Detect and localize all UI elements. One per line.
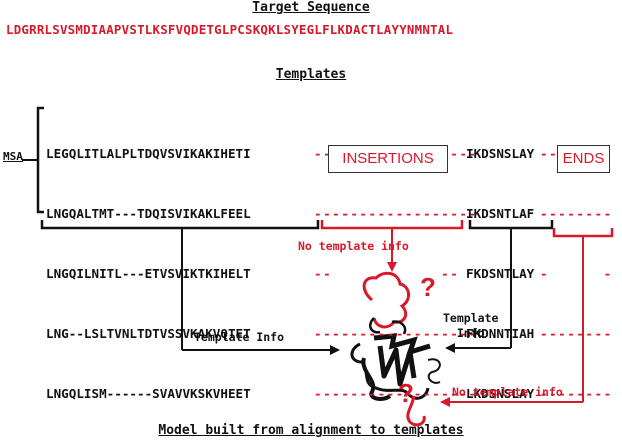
msa-label: MSA: [3, 150, 23, 163]
msa-row: FKDSNTLAY: [466, 266, 535, 281]
question-mark-top: ?: [420, 272, 436, 302]
left-block-brace: [40, 220, 320, 230]
msa-gap-row: - -: [540, 266, 613, 281]
model-caption: Model built from alignment to templates: [158, 423, 464, 438]
target-sequence-title: Target Sequence: [252, 0, 370, 15]
msa-row: LKDSNSLAY: [466, 386, 535, 401]
ends-box: ENDS: [557, 145, 610, 173]
msa-row: IKDSNSLAY: [466, 146, 535, 161]
msa-gap-row: ------------------: [314, 386, 478, 401]
msa-gap-row: --------: [540, 206, 613, 221]
msa-gap-row: --------: [540, 326, 613, 341]
protein-model-graphic: [350, 271, 441, 427]
no-template-info-top: No template info: [298, 239, 409, 253]
question-mark-bottom: ?: [398, 378, 414, 408]
msa-row: LNGQALTMT---TDQISVIKAKLFEEL: [46, 206, 251, 221]
insertions-box: INSERTIONS: [328, 145, 448, 173]
msa-right-block: IKDSNSLAY IKDSNTLAF FKDSNTLAY FKDNNTIAH …: [466, 104, 534, 441]
no-template-info-bottom: No template info: [452, 385, 563, 399]
template-info-right: Template Info: [443, 311, 499, 340]
msa-gap-row: --------: [540, 386, 613, 401]
msa-row: LNG--LSLTVNLTDTVSSVKAKVQTET: [46, 326, 251, 341]
template-info-left: Template Info: [194, 330, 285, 344]
msa-left-block: LEGQLITLALPLTDQVSVIKAKIHETI LNGQALTMT---…: [46, 104, 251, 441]
msa-row: LNGQILNITL---ETVSVIKTKIHELT: [46, 266, 251, 281]
msa-row: FKDNNTIAH: [466, 326, 535, 341]
msa-gap-row: ------------------: [314, 206, 478, 221]
msa-gap-row: -- --: [314, 266, 460, 281]
msa-row: LNGQLISM------SVAVVKSKVHEET: [46, 386, 251, 401]
target-sequence: LDGRRLSVSMDIAAPVSTLKSFVQDETGLPCSKQKLSYEG…: [6, 22, 454, 37]
msa-row: IKDSNTLAF: [466, 206, 535, 221]
msa-bracket: [36, 106, 44, 214]
msa-row: LEGQLITLALPLTDQVSVIKAKIHETI: [46, 146, 251, 161]
templates-title: Templates: [275, 67, 347, 82]
msa-gap-row: ------------------: [314, 326, 478, 341]
